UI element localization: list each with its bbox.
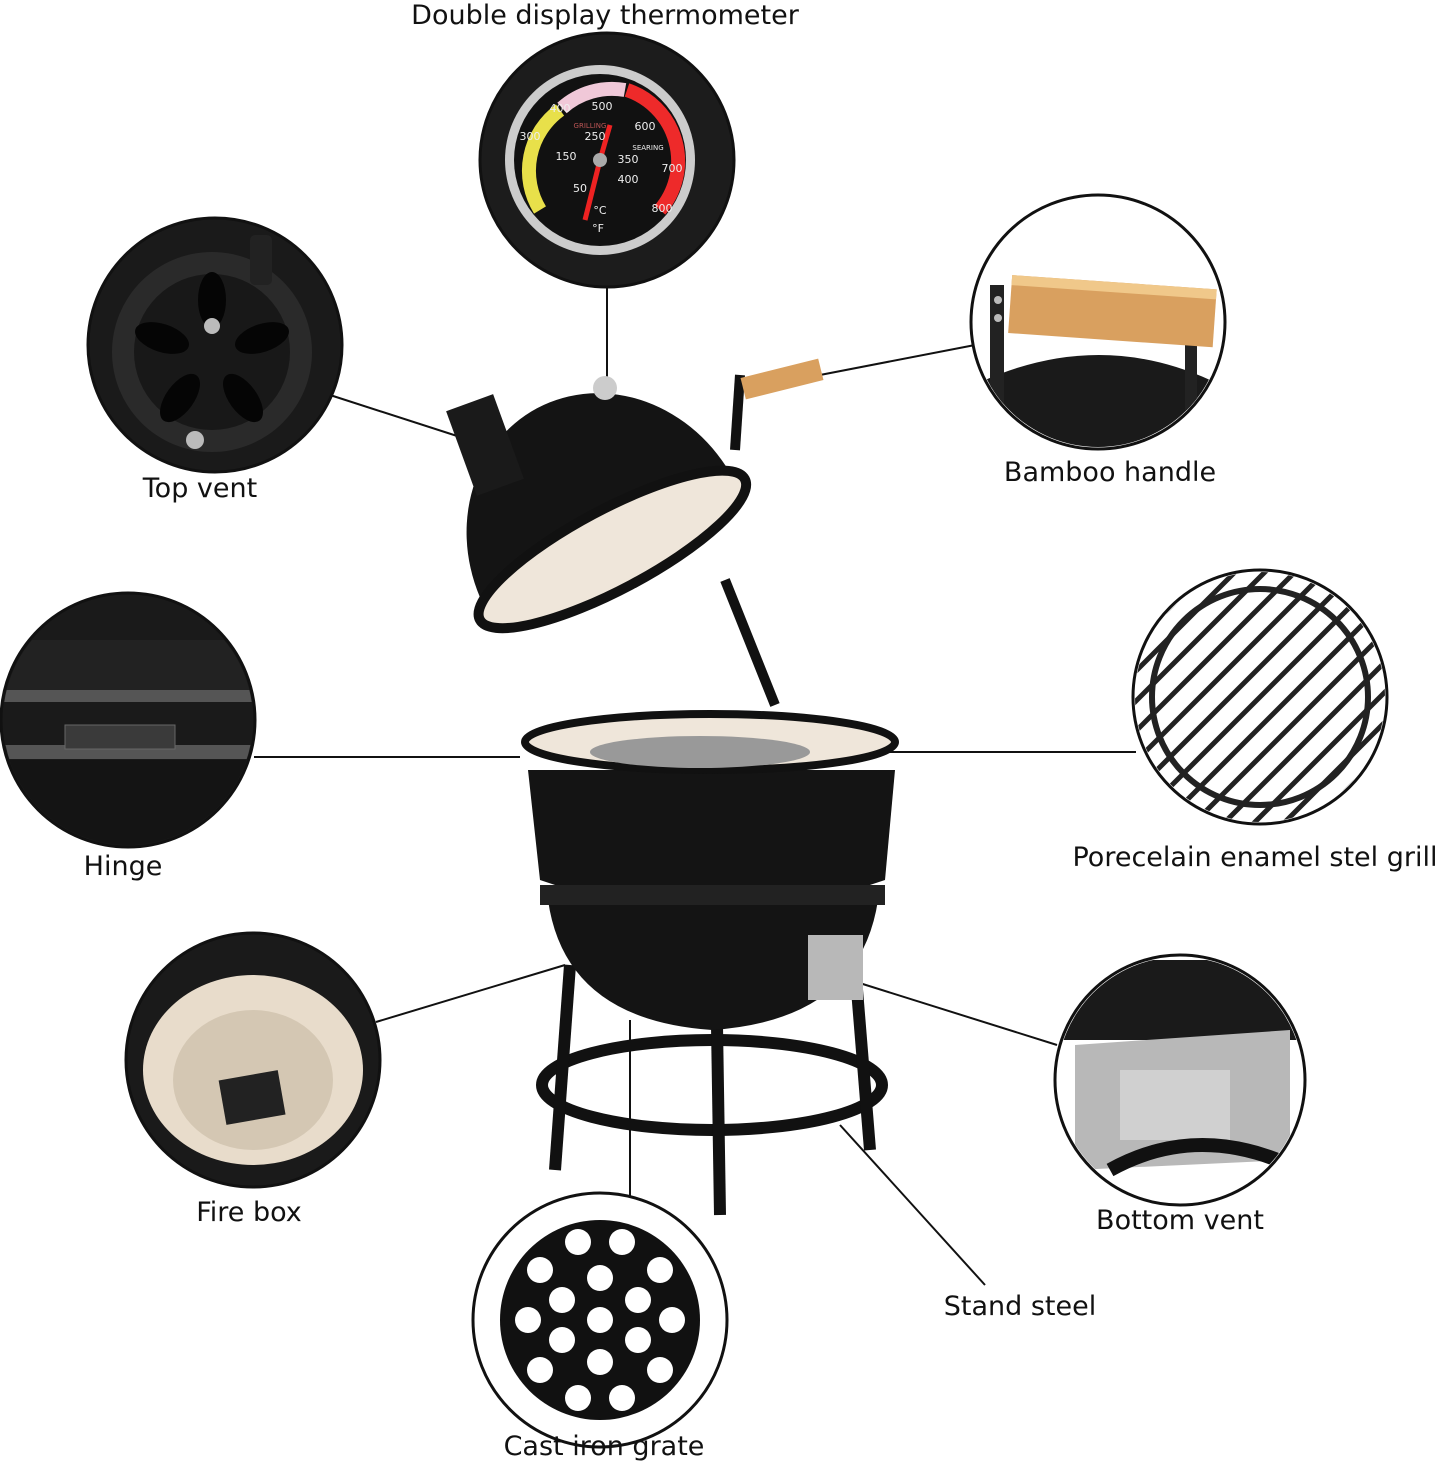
- svg-text:500: 500: [592, 100, 613, 113]
- svg-text:°C: °C: [593, 204, 607, 217]
- grate-hole: [527, 1357, 553, 1383]
- grate-hole: [527, 1257, 553, 1283]
- grill-bar: [1193, 630, 1385, 822]
- grate-hole: [609, 1229, 635, 1255]
- label-thermometer: Double display thermometer: [411, 0, 800, 31]
- label-fire-box: Fire box: [196, 1197, 302, 1228]
- leader-lines: [254, 288, 1136, 1286]
- leader-fire-box: [375, 964, 566, 1023]
- cast-iron-grate-detail: [471, 1191, 729, 1449]
- svg-text:150: 150: [556, 150, 577, 163]
- fire-box-detail: [124, 931, 382, 1189]
- label-cast-iron-grate: Cast iron grate: [504, 1431, 705, 1462]
- bottom-vent-detail: [1053, 953, 1307, 1207]
- leader-bamboo-handle: [819, 344, 976, 376]
- svg-text:350: 350: [618, 153, 639, 166]
- svg-text:°F: °F: [592, 222, 604, 235]
- svg-text:800: 800: [652, 202, 673, 215]
- grill-bar: [1208, 645, 1385, 822]
- label-hinge: Hinge: [84, 851, 163, 882]
- grate-hole: [609, 1385, 635, 1411]
- svg-text:50: 50: [573, 182, 587, 195]
- svg-text:250: 250: [585, 130, 606, 143]
- leader-bottom-vent: [849, 979, 1058, 1046]
- label-grill: Porecelain enamel stel grill: [1072, 842, 1437, 873]
- label-bottom-vent: Bottom vent: [1096, 1205, 1264, 1236]
- label-stand-steel: Stand steel: [944, 1291, 1096, 1322]
- grill-bar: [1135, 572, 1357, 794]
- grate-hole: [647, 1257, 673, 1283]
- grill-bar: [1135, 572, 1312, 749]
- top-vent-detail: [86, 216, 344, 474]
- grate-hole: [587, 1265, 613, 1291]
- grill-bar: [1163, 600, 1385, 822]
- grate-hole: [587, 1307, 613, 1333]
- grate-hole: [625, 1287, 651, 1313]
- grate-hole: [549, 1327, 575, 1353]
- svg-text:400: 400: [550, 102, 571, 115]
- grate-hole: [587, 1349, 613, 1375]
- grate-hole: [565, 1229, 591, 1255]
- svg-text:400: 400: [618, 173, 639, 186]
- leader-stand-steel: [839, 1124, 986, 1286]
- svg-text:600: 600: [635, 120, 656, 133]
- hinge-detail: [0, 591, 257, 849]
- grate-hole: [515, 1307, 541, 1333]
- bamboo-handle-detail: [969, 193, 1227, 451]
- thermometer-detail: 300 400 500 600 700 800 50 150 250 350 4…: [478, 31, 736, 289]
- grate-hole: [625, 1327, 651, 1353]
- grill-bar: [1135, 572, 1297, 734]
- grill-bar: [1148, 585, 1372, 809]
- grate-hole: [659, 1307, 685, 1333]
- svg-text:700: 700: [662, 162, 683, 175]
- svg-text:GRILLING: GRILLING: [574, 122, 607, 130]
- svg-text:300: 300: [520, 130, 541, 143]
- grill-bar: [1135, 572, 1327, 764]
- grate-hole: [647, 1357, 673, 1383]
- label-top-vent: Top vent: [142, 473, 257, 504]
- kamado-grill: [446, 358, 899, 1216]
- grill-bar: [1223, 660, 1385, 822]
- svg-text:SEARING: SEARING: [632, 144, 663, 152]
- grill-bar: [1135, 572, 1342, 779]
- grate-hole: [565, 1385, 591, 1411]
- label-bamboo-handle: Bamboo handle: [1004, 457, 1216, 488]
- grate-hole: [549, 1287, 575, 1313]
- grill-bar: [1178, 615, 1385, 822]
- grill-grate-detail: [1131, 568, 1389, 826]
